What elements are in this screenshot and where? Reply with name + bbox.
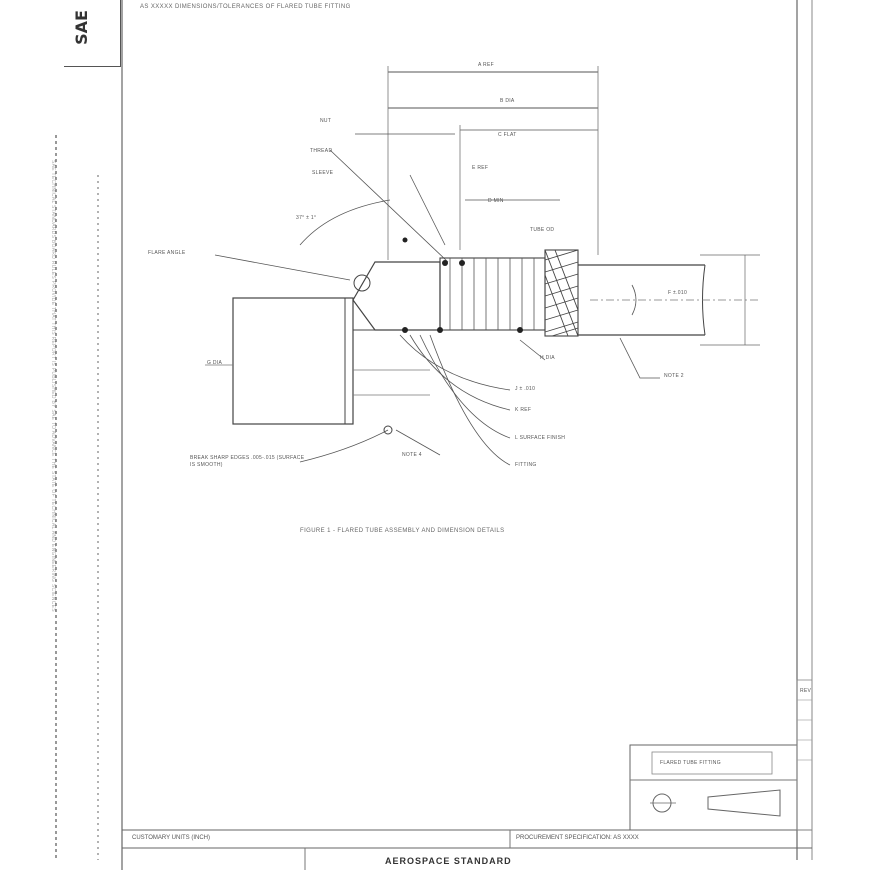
callout-angle-value: 37° ± 1° xyxy=(296,215,317,221)
revision-strip: REV xyxy=(800,688,812,694)
dim-label-d: D MIN xyxy=(488,198,504,204)
callout-tube-od: TUBE OD xyxy=(530,227,555,233)
dim-label-a: A REF xyxy=(478,62,494,68)
figure-caption: FIGURE 1 - FLARED TUBE ASSEMBLY AND DIME… xyxy=(300,528,505,534)
header-note: AS XXXXX DIMENSIONS/TOLERANCES OF FLARED… xyxy=(140,4,351,10)
callout-note-4: NOTE 4 xyxy=(402,452,422,458)
sae-logo: SAE xyxy=(64,0,121,67)
dim-label-g: G DIA xyxy=(207,360,223,366)
callout-thread: THREAD xyxy=(310,148,333,154)
callout-note-2: NOTE 2 xyxy=(664,373,684,379)
standard-title: AEROSPACE STANDARD xyxy=(385,856,512,866)
bottom-note: BREAK SHARP EDGES .005-.015 (SURFACE IS … xyxy=(190,455,305,468)
callout-fitting: FITTING xyxy=(515,462,537,468)
dim-label-b: B DIA xyxy=(500,98,515,104)
footer-units: CUSTOMARY UNITS (INCH) xyxy=(132,835,211,841)
title-block-label: FLARED TUBE FITTING xyxy=(660,760,721,766)
callout-j: J ± .010 xyxy=(515,386,536,392)
callout-sleeve: SLEEVE xyxy=(312,170,334,176)
dim-label-c: C FLAT xyxy=(498,132,517,138)
callout-flare-angle: FLARE ANGLE xyxy=(148,250,186,256)
dim-label-f: F ±.010 xyxy=(668,290,688,296)
callout-h-dia: H DIA xyxy=(540,355,555,361)
side-margin-text: SAE TECHNICAL STANDARDS BOARD RULES PROV… xyxy=(50,160,56,612)
callout-nut: NUT xyxy=(320,118,332,124)
footer-procurement: PROCUREMENT SPECIFICATION: AS XXXX xyxy=(516,835,639,841)
dim-label-e: E REF xyxy=(472,165,489,171)
callout-surface: L SURFACE FINISH xyxy=(515,435,566,441)
callout-k: K REF xyxy=(515,407,532,413)
